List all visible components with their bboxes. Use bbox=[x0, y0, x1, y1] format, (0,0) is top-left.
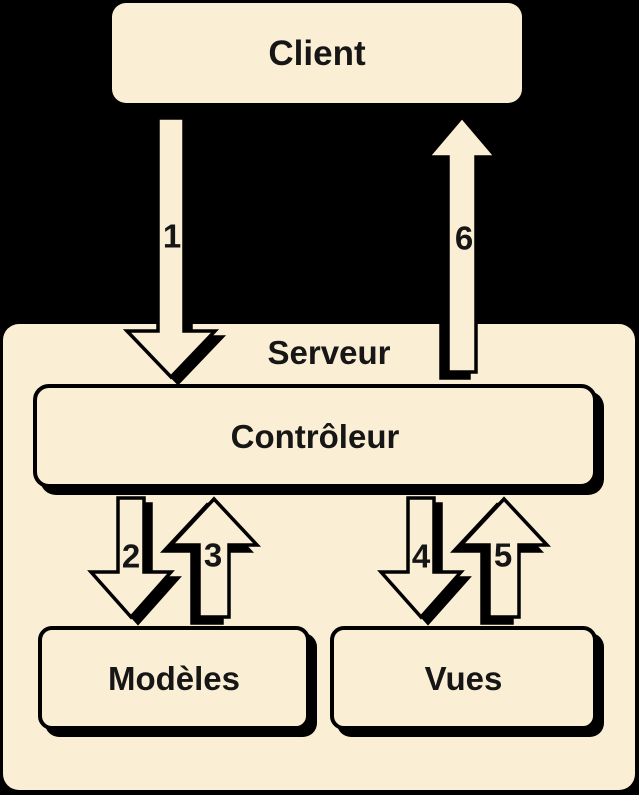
vues-label: Vues bbox=[424, 659, 503, 697]
serveur-label: Serveur bbox=[267, 334, 391, 371]
client-label: Client bbox=[268, 33, 366, 73]
down-arrow-icon bbox=[122, 116, 220, 380]
arrow-controleur-to-modeles: 2 bbox=[87, 496, 182, 626]
arrow-vues-to-controleur: 5 bbox=[449, 496, 552, 625]
up-arrow-icon bbox=[424, 114, 500, 374]
node-vues: Vues bbox=[330, 626, 597, 730]
node-client: Client bbox=[112, 3, 522, 103]
arrow-6-number: 6 bbox=[455, 220, 473, 257]
down-arrow-icon bbox=[377, 496, 465, 620]
arrow-2-number: 2 bbox=[122, 538, 140, 575]
arrow-4-number: 4 bbox=[412, 538, 431, 575]
controleur-label: Contrôleur bbox=[230, 417, 400, 455]
arrow-controleur-to-vues: 4 bbox=[377, 496, 472, 626]
arrow-modeles-to-controleur: 3 bbox=[159, 496, 262, 625]
arrow-1-number: 1 bbox=[163, 218, 181, 255]
up-arrow-icon bbox=[456, 496, 552, 619]
node-controleur: Contrôleur bbox=[33, 384, 597, 488]
arrow-client-to-controleur: 1 bbox=[122, 116, 227, 386]
down-arrow-icon bbox=[87, 496, 175, 620]
node-modeles: Modèles bbox=[38, 626, 310, 730]
up-arrow-icon bbox=[166, 496, 262, 619]
arrow-controleur-to-client: 6 bbox=[417, 114, 500, 380]
arrow-5-number: 5 bbox=[494, 537, 512, 574]
arrow-3-number: 3 bbox=[204, 537, 222, 574]
modeles-label: Modèles bbox=[107, 659, 241, 697]
